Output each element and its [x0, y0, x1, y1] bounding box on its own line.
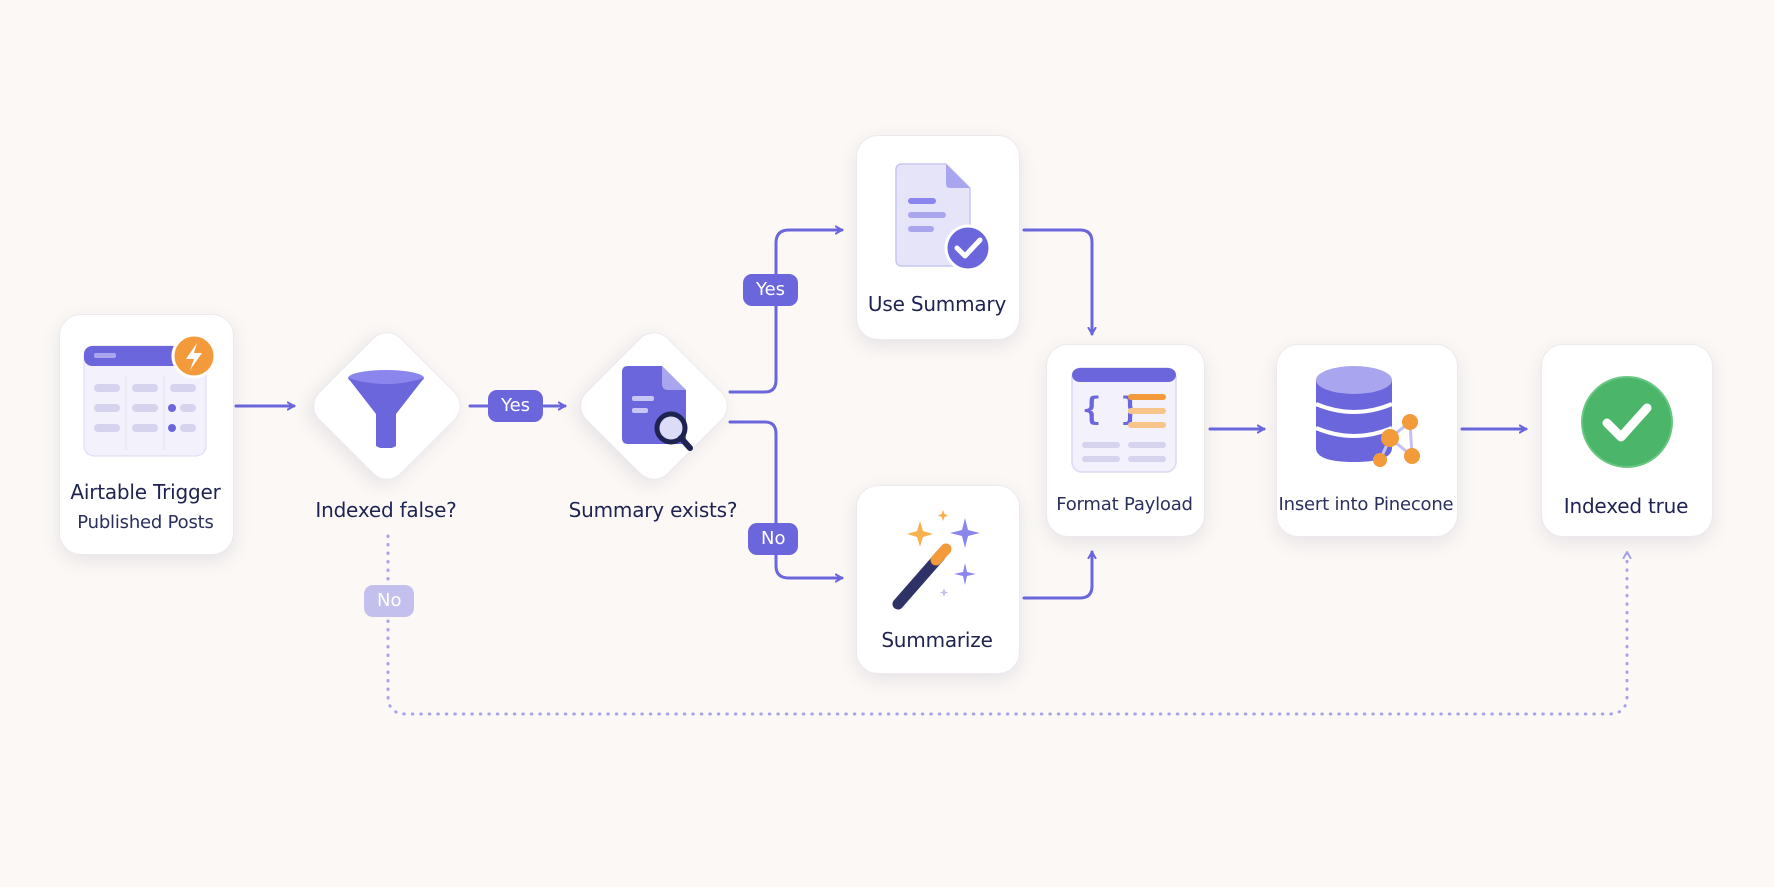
edge-summarize-format	[1022, 550, 1092, 600]
database-graph-icon	[1315, 366, 1420, 467]
format-title: Format Payload	[1056, 494, 1193, 515]
use-summary-title: Use Summary	[867, 292, 1007, 316]
edge-label-filter-no: No	[364, 585, 415, 617]
edge-use-summary-format	[1022, 228, 1092, 336]
trigger-subtitle: Published Posts	[77, 512, 214, 533]
edge-label-check-no: No	[748, 523, 799, 555]
done-title: Indexed true	[1563, 494, 1689, 518]
check-title: Summary exists?	[568, 498, 738, 522]
node-summarize[interactable]	[856, 485, 1020, 674]
summarize-title: Summarize	[881, 628, 993, 652]
edge-label-filter-yes: Yes	[488, 390, 544, 422]
json-braces-window-icon: { }	[1071, 367, 1177, 473]
edge-check-summarize	[728, 420, 844, 578]
edge-check-use-summary	[728, 230, 844, 394]
check-circle-icon	[1581, 376, 1673, 468]
edge-label-check-yes: Yes	[743, 274, 799, 306]
document-search-icon	[622, 366, 693, 451]
insert-title: Insert into Pinecone	[1278, 494, 1454, 515]
trigger-title: Airtable Trigger	[70, 480, 221, 504]
funnel-icon	[348, 370, 424, 448]
edge-filter-no-dotted	[386, 534, 1627, 716]
airtable-table-lightning-icon	[83, 333, 217, 457]
magic-wand-sparkles-icon	[892, 510, 980, 610]
document-check-icon	[895, 163, 992, 272]
filter-title: Indexed false?	[315, 498, 457, 522]
